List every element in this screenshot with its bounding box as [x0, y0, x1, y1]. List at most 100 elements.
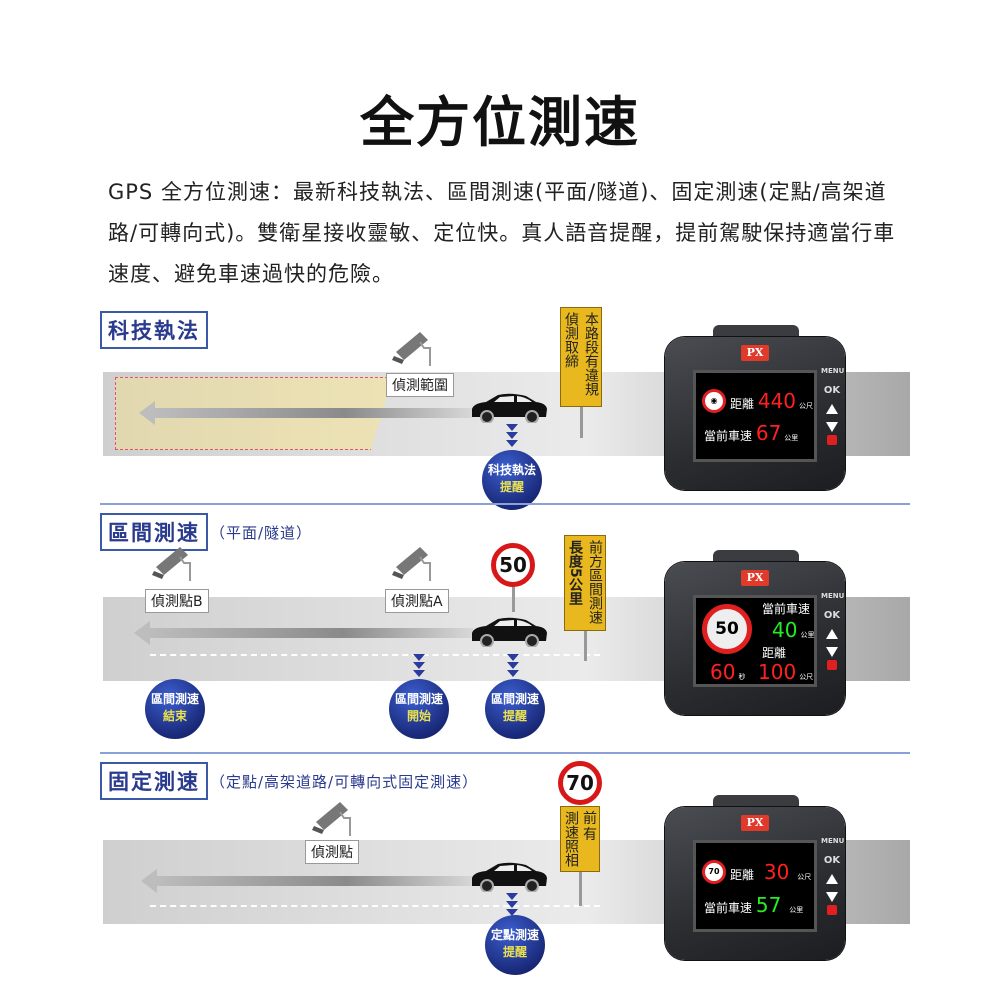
speed-label: 當前車速: [762, 602, 811, 616]
lock-icon[interactable]: [827, 905, 837, 915]
camera-warning-icon: ◉: [702, 389, 726, 413]
sign-post: [512, 586, 515, 612]
distance-label: 距離: [762, 646, 787, 660]
bubble-line2: 提醒: [502, 709, 527, 723]
car-icon: [470, 862, 548, 892]
board-line: 前有: [583, 811, 597, 843]
bubble-line1: 區間測速: [394, 692, 443, 706]
speed-unit: 公里: [789, 906, 804, 914]
camera-icon: [150, 543, 194, 581]
brand-logo: PX: [741, 815, 769, 831]
distance-value: 30: [763, 860, 790, 884]
bubble-line1: 區間測速: [150, 692, 199, 706]
seconds-value: 60: [710, 660, 736, 684]
lane-divider: [150, 905, 600, 907]
bubble-average-start: 區間測速開始: [389, 679, 449, 739]
speed-limit-sign: 50: [491, 543, 535, 587]
sign-post: [579, 870, 582, 906]
direction-arrow: [134, 621, 473, 645]
speed-unit: 公里: [784, 434, 799, 442]
speed-value: 40: [772, 618, 798, 642]
divider: [100, 503, 910, 505]
speed-unit: 公里: [800, 631, 815, 639]
distance-value: 440: [757, 389, 797, 413]
down-button[interactable]: [826, 892, 838, 902]
speed-value: 67: [755, 421, 782, 445]
distance-unit: 公尺: [797, 873, 812, 881]
camera-icon: [310, 798, 354, 836]
down-arrows-icon: [505, 424, 519, 448]
bubble-line1: 科技執法: [487, 463, 536, 477]
radar-device: PX 70 距離 30 公尺 當前車速 57 公里 MENU OK: [665, 795, 845, 960]
car-icon: [470, 393, 548, 423]
ok-button[interactable]: OK: [823, 610, 841, 621]
bubble-average-end: 區間測速結束: [145, 679, 205, 739]
distance-unit: 公尺: [799, 673, 814, 681]
detection-range-label: 偵測範圍: [386, 373, 454, 397]
section-title-tech-enforcement: 科技執法: [100, 311, 208, 349]
lock-icon[interactable]: [827, 435, 837, 445]
warning-board: 前有測速照相: [560, 806, 600, 872]
brand-logo: PX: [741, 345, 769, 361]
bubble-tech-alert: 科技執法提醒: [482, 450, 542, 510]
bubble-line2: 提醒: [499, 480, 524, 494]
car-icon: [470, 617, 548, 647]
sign-post: [584, 625, 587, 661]
board-line: 長度5公里: [567, 540, 583, 606]
fixed-camera-limit-icon: 70: [702, 860, 726, 884]
section-subtitle: （平面/隧道）: [210, 524, 313, 542]
direction-arrow: [139, 401, 473, 425]
menu-button[interactable]: MENU: [821, 367, 845, 375]
speed-label: 當前車速: [704, 901, 753, 915]
distance-unit: 公尺: [799, 402, 814, 410]
down-arrows-icon: [505, 893, 519, 917]
speed-value: 57: [755, 893, 782, 917]
up-button[interactable]: [826, 404, 838, 414]
detection-point-a-label: 偵測點A: [385, 589, 449, 613]
down-arrows-icon: [506, 654, 520, 678]
camera-icon: [390, 328, 434, 366]
warning-board: 本路段有違規偵測取締: [560, 307, 602, 407]
section-title-average-speed: 區間測速: [100, 513, 208, 551]
distance-label: 距離: [730, 868, 755, 882]
lane-divider: [150, 654, 600, 656]
bubble-fixed-alert: 定點測速提醒: [485, 915, 545, 975]
ok-button[interactable]: OK: [823, 855, 841, 866]
menu-button[interactable]: MENU: [821, 592, 845, 600]
camera-icon: [390, 543, 434, 581]
lock-icon[interactable]: [827, 660, 837, 670]
bubble-line1: 定點測速: [490, 928, 539, 942]
board-line: 本路段有違規: [583, 312, 599, 396]
speed-label: 當前車速: [704, 429, 753, 443]
board-line: 測速照相: [563, 811, 579, 867]
bubble-line1: 區間測速: [490, 692, 539, 706]
bubble-line2: 結束: [162, 709, 187, 723]
divider: [100, 752, 910, 754]
seconds-unit: 秒: [738, 673, 746, 681]
up-button[interactable]: [826, 629, 838, 639]
sign-post: [580, 400, 583, 438]
section-title-fixed-speed: 固定測速: [100, 762, 208, 800]
device-screen: 70 距離 30 公尺 當前車速 57 公里: [693, 840, 817, 932]
section-subtitle: （定點/高架道路/可轉向式固定測速）: [210, 773, 479, 791]
down-button[interactable]: [826, 647, 838, 657]
direction-arrow: [141, 869, 475, 893]
board-line: 偵測取締: [563, 312, 579, 368]
warning-board: 前方區間測速長度5公里: [564, 535, 606, 631]
brand-logo: PX: [741, 570, 769, 586]
detection-point-label: 偵測點: [305, 840, 359, 864]
up-button[interactable]: [826, 874, 838, 884]
intro-text: GPS 全方位測速：最新科技執法、區間測速(平面/隧道)、固定測速(定點/高架道…: [108, 180, 896, 286]
speed-limit-sign: 70: [558, 761, 602, 805]
down-button[interactable]: [826, 422, 838, 432]
average-limit-icon: 50: [702, 604, 752, 654]
bubble-average-alert: 區間測速提醒: [485, 679, 545, 739]
board-line: 前方區間測速: [587, 540, 603, 624]
ok-button[interactable]: OK: [823, 385, 841, 396]
menu-button[interactable]: MENU: [821, 837, 845, 845]
distance-value: 100: [758, 660, 797, 684]
page-title: 全方位測速: [360, 91, 640, 154]
